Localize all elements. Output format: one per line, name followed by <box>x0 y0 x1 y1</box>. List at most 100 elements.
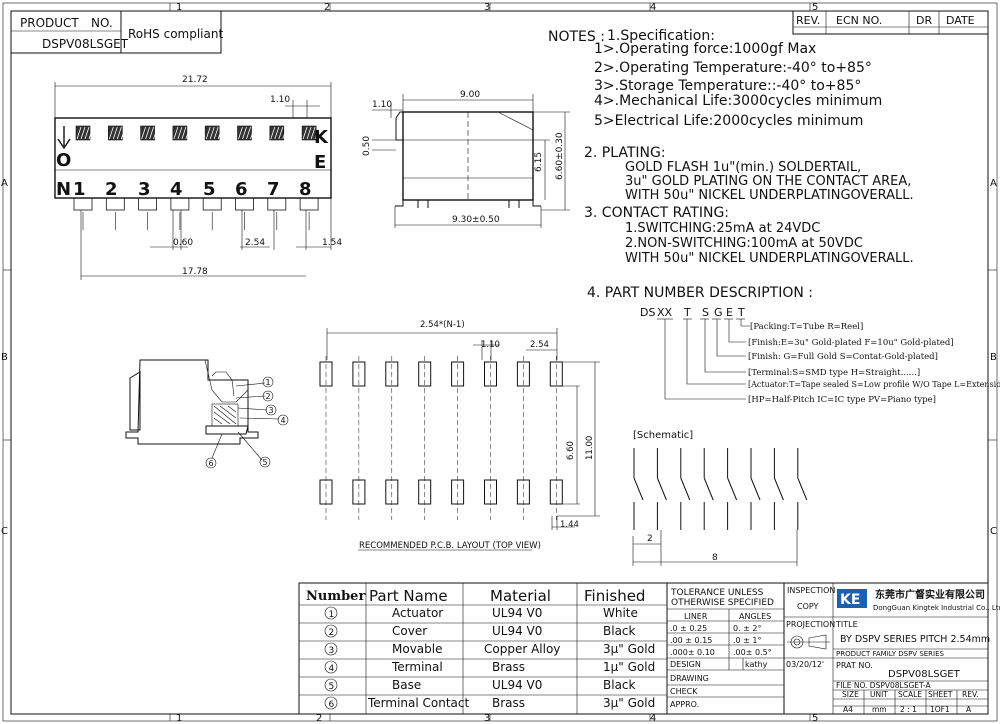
tol-title-2: OTHERWISE SPECIFIED <box>671 598 774 608</box>
size-header: SIZE <box>842 690 859 699</box>
hatch-4 <box>173 126 191 140</box>
schem-switch-1 <box>633 477 644 501</box>
dim-side-0-50: 0.50 <box>362 136 372 156</box>
zone-top-5: 5 <box>812 2 818 13</box>
projection-symbol-icon <box>787 634 830 650</box>
dim-schem-8: 8 <box>712 553 718 563</box>
letter-o: O <box>56 150 71 171</box>
switch-number-6: 6 <box>235 179 248 200</box>
title-label: TITLE <box>835 620 858 629</box>
spec-item-5: 5>Electrical Life:2000cycles minimum <box>594 113 863 129</box>
projection-label: PROJECTION <box>786 620 835 629</box>
bom-material-1: UL94 V0 <box>492 606 542 620</box>
contact-item-2: 2.NON-SWITCHING:100mA at 50VDC <box>625 236 863 251</box>
design-label: DESIGN <box>670 660 701 669</box>
dim-pcb-1-44: 1.44 <box>560 520 579 530</box>
file-no: FILE NO. DSPV08LSGET-A <box>836 681 931 690</box>
pn-code-g: G <box>714 306 723 319</box>
bom-num-6: 6 <box>329 700 335 710</box>
pin-3 <box>138 197 158 211</box>
pn-item-packing: [Packing:T=Tube R=Reel] <box>750 322 863 332</box>
dim-pcb-pad-width: 1.10 <box>481 340 500 350</box>
switch-number-2: 2 <box>105 179 118 200</box>
pn-item-actuator: [Actuator:T=Tape sealed S=Low profile W/… <box>748 380 1000 389</box>
zone-bottom-1: 1 <box>176 713 182 724</box>
pin-6 <box>235 197 254 211</box>
schematic-label: [Schematic] <box>633 430 693 441</box>
zone-bottom-3: 3 <box>484 713 490 724</box>
front-view: O N K E 1 2 3 4 5 6 7 8 21.72 1.10 0.60 … <box>54 75 342 280</box>
hatch-3 <box>141 126 158 140</box>
bom-material-5: UL94 V0 <box>492 678 542 692</box>
callout-1: 1 <box>266 378 271 387</box>
unit-value: mm <box>872 705 887 714</box>
bom-num-circle-2 <box>324 624 338 638</box>
pin-1 <box>73 197 93 211</box>
plating-item-1: GOLD FLASH 1u"(min.) SOLDERTAIL, <box>625 160 861 175</box>
rev-footer-header: REV. <box>962 690 979 699</box>
no-label: NO. <box>91 16 113 30</box>
revision-block: REV. ECN NO. DR DATE <box>792 10 989 35</box>
dim-pcb-pitch: 2.54 <box>530 340 549 350</box>
contact-item-3: WITH 50u" NICKEL UNDERPLATINGOVERALL. <box>625 251 914 266</box>
spec-item-1: 1>.Operating force:1000gf Max <box>594 41 816 57</box>
dim-side-9-00: 9.00 <box>460 90 480 100</box>
prat-no-value: DSPV08LSGET <box>888 669 961 680</box>
callout-6: 6 <box>209 459 214 468</box>
schem-switch-4 <box>703 477 714 501</box>
tol-angle-2: .0 ± 1° <box>733 636 762 645</box>
zone-top-2: 2 <box>324 2 330 13</box>
dim-pitch: 2.54 <box>245 238 265 248</box>
side-view: 1.10 9.00 0.50 6.15 6.60±0.30 9.30±0.50 <box>362 90 570 228</box>
product-label: PRODUCT <box>20 16 79 30</box>
switch-number-4: 4 <box>170 179 183 200</box>
zone-right-A: A <box>990 178 997 189</box>
spec-item-4: 4>.Mechanical Life:3000cycles minimum <box>594 93 882 109</box>
dim-end-offset: 1.54 <box>322 238 342 248</box>
bom-material-6: Brass <box>492 696 525 710</box>
pad-top-4 <box>418 361 432 387</box>
bom-material-2: UL94 V0 <box>492 624 542 638</box>
sheet-value: 1OF1 <box>930 705 950 714</box>
zone-left-C: C <box>1 526 8 537</box>
switch-number-5: 5 <box>203 179 216 200</box>
switch-number-7: 7 <box>267 179 280 200</box>
dr-header: DR <box>916 14 932 27</box>
pcb-layout: 2.54*(N-1) 1.10 2.54 6.60 11.00 1.44 REC… <box>319 320 600 551</box>
pin-2 <box>105 197 125 211</box>
company-logo-icon <box>837 589 867 608</box>
pn-item-finish-gold: [Finish: G=Full Gold S=Contat-Gold-plate… <box>748 352 938 362</box>
unit-header: UNIT <box>870 690 888 699</box>
bom-part-name-6: Terminal Contact <box>367 696 470 710</box>
bom-header-part-name: Part Name <box>369 587 448 605</box>
tol-angle-1: 0. ± 2° <box>733 624 762 633</box>
pn-title: 4. PART NUMBER DESCRIPTION : <box>587 285 813 301</box>
dim-pcb-11-00: 11.00 <box>585 436 595 460</box>
dim-schem-2: 2 <box>647 534 653 544</box>
bom-num-circle-3 <box>324 642 338 656</box>
hatch-6 <box>238 126 255 140</box>
dim-actuator-width: 1.10 <box>270 95 290 105</box>
on-arrow-icon <box>57 126 71 150</box>
contact-item-1: 1.SWITCHING:25mA at 24VDC <box>625 221 820 236</box>
tol-liner-2: .00 ± 0.15 <box>670 636 712 645</box>
bom-num-circle-5 <box>324 678 338 692</box>
dim-side-6-60: 6.60±0.30 <box>555 132 565 180</box>
schem-switch-7 <box>773 477 784 501</box>
bom-material-4: Brass <box>492 660 525 674</box>
bom-num-circle-6 <box>324 696 338 710</box>
zone-top-1: 1 <box>176 2 182 13</box>
zone-left-A: A <box>1 178 8 189</box>
pad-top-8 <box>549 361 563 387</box>
dim-side-9-30: 9.30±0.50 <box>452 215 500 225</box>
bom-part-name-1: Actuator <box>392 606 443 620</box>
bom-finish-6: 3μ" Gold <box>603 696 655 710</box>
switch-number-8: 8 <box>299 179 312 200</box>
copy-label: COPY <box>797 602 819 611</box>
dim-pcb-pitch-span: 2.54*(N-1) <box>420 320 465 330</box>
scale-value: 2 : 1 <box>900 705 917 714</box>
hatch-7 <box>270 126 288 140</box>
callout-4: 4 <box>281 416 286 425</box>
size-value: A4 <box>843 705 853 714</box>
